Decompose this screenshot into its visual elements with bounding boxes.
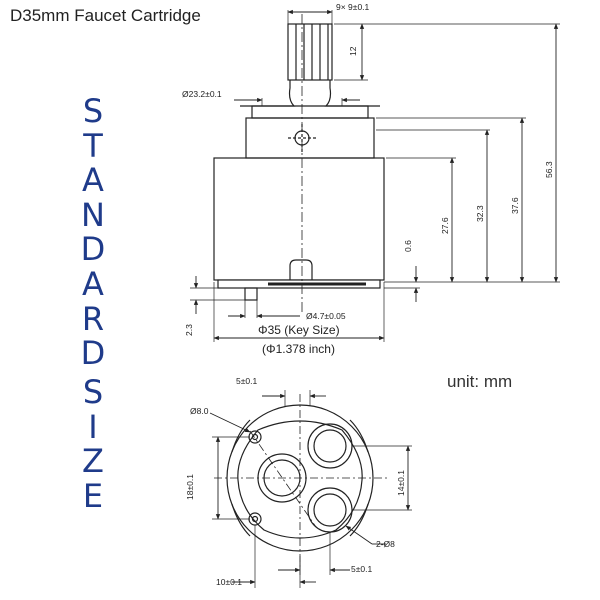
diagram-title: D35mm Faucet Cartridge <box>10 6 201 25</box>
vertical-letter: T <box>83 126 103 165</box>
vertical-letter: D <box>80 334 106 373</box>
port-right-top <box>307 423 353 469</box>
side-view <box>190 9 560 342</box>
neck <box>251 80 369 119</box>
dim-total-label: 56.3 <box>544 161 554 178</box>
dim-base-gap-label: 0.6 <box>403 240 413 252</box>
vertical-letter: E <box>82 476 104 515</box>
dim-ports-label: 2-Ø8 <box>376 539 395 549</box>
dim-top-width-label: 5±0.1 <box>236 376 257 386</box>
dim-hole-label: Ø8.0 <box>190 406 209 416</box>
vertical-letter: A <box>82 161 104 200</box>
dim-base-step-label: 2.3 <box>184 324 194 336</box>
vertical-letter: D <box>80 230 106 269</box>
vertical-letter: N <box>81 195 105 234</box>
dim-neck-label: Ø23.2±0.1 <box>182 89 222 99</box>
dim-right-vertical-label: 14±0.1 <box>396 470 406 496</box>
dim-spline-height-label: 12 <box>348 46 358 56</box>
key-size-inch-label: (Φ1.378 inch) <box>262 342 335 356</box>
dim-pin-label: Ø4.7±0.05 <box>306 311 346 321</box>
bottom-view-labels: 5±0.1 Ø8.0 18±0.1 14±0.1 2-Ø8 5±0.1 10±0… <box>185 376 406 587</box>
side-view-labels: 9× 9±0.1 12 Ø23.2±0.1 56.3 37.6 32.3 27.… <box>182 2 554 356</box>
dim-body-top-label: 37.6 <box>510 197 520 214</box>
inner-web <box>237 420 363 539</box>
locating-pin <box>244 287 258 301</box>
key-size-label: Φ35 (Key Size) <box>258 323 340 337</box>
vertical-letter: Z <box>82 442 104 481</box>
dim-left-vertical-label: 18±0.1 <box>185 474 195 500</box>
unit-label: unit: mm <box>447 372 513 391</box>
dim-spline-label: 9× 9±0.1 <box>336 2 370 12</box>
vertical-letter: A <box>82 264 104 303</box>
vertical-letter: S <box>82 92 104 130</box>
vertical-letter: R <box>81 299 105 338</box>
dim-body-mid-label: 32.3 <box>475 205 485 222</box>
vertical-letter: S <box>82 373 104 411</box>
vertical-letter: I <box>88 407 98 446</box>
small-hole-bottom <box>248 512 262 526</box>
dim-bottom-right-label: 5±0.1 <box>351 564 372 574</box>
spline-shaft <box>287 23 333 81</box>
dim-bottom-left-label: 10±0.1 <box>216 577 242 587</box>
dim-body-low-label: 27.6 <box>440 217 450 234</box>
bottom-view <box>209 390 412 588</box>
lower-body <box>213 157 385 281</box>
